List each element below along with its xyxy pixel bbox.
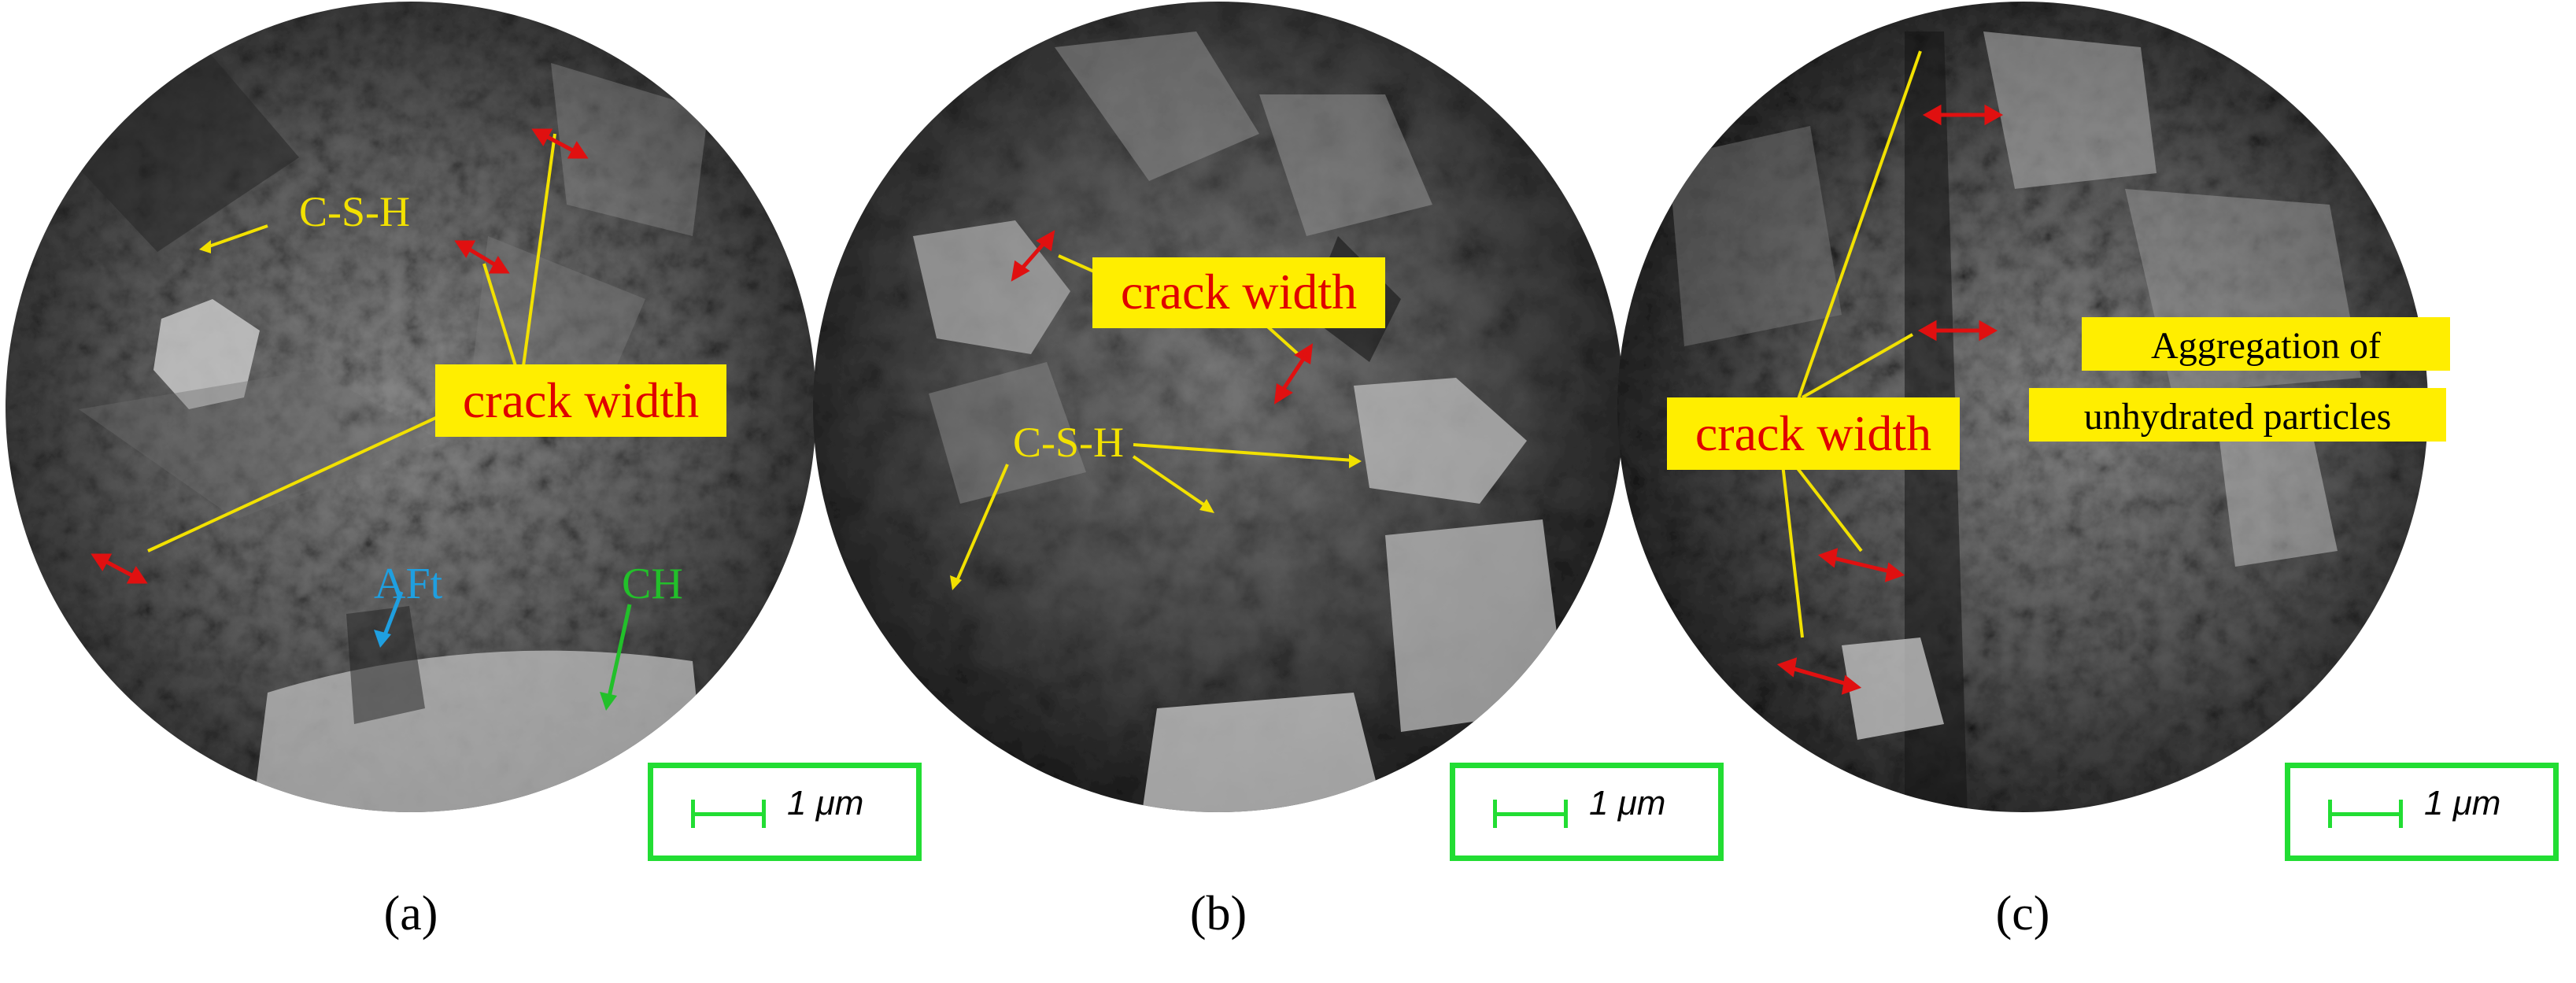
aggregation-label-box-2 [2029, 388, 2446, 442]
crack-leader-c3 [1793, 463, 1863, 552]
panel-b-annotations [950, 230, 1362, 590]
label-crack-width-c: crack width [1695, 405, 1931, 461]
crack-leader-b1 [1058, 254, 1095, 273]
crack-arrow-a3 [91, 553, 148, 584]
crack-arrow-a2 [454, 240, 510, 274]
scalebar-b-label: 1 μm [1589, 784, 1666, 822]
caption-c: (c) [1995, 887, 2050, 941]
crack-leader-a3 [147, 414, 442, 552]
crack-label-box-a [435, 364, 726, 437]
caption-a: (a) [383, 887, 438, 941]
csh-leader-b3 [955, 464, 1009, 583]
scalebar-c-label: 1 μm [2424, 784, 2501, 822]
label-aggregation-line1: Aggregation of [2151, 325, 2381, 367]
crack-leader-c1 [1797, 50, 1922, 400]
label-csh-a: C-S-H [299, 188, 410, 235]
scalebar-b-mark [1493, 800, 1568, 828]
crack-leader-a1 [482, 263, 517, 367]
panel-a-annotations [91, 128, 632, 711]
csh-arrow-a [204, 224, 268, 249]
crack-label-box-c [1667, 397, 1960, 470]
scalebar-a: 1 μm [648, 763, 922, 861]
aggregation-label-box-1 [2082, 317, 2450, 371]
scalebar-c: 1 μm [2285, 763, 2559, 861]
crack-leader-c2 [1802, 333, 1913, 399]
panel-c-annotations [1776, 50, 2004, 695]
label-aggregation-line2: unhydrated particles [2084, 396, 2392, 438]
csh-arrowhead-b1 [1349, 454, 1362, 468]
label-ch: CH [622, 560, 683, 608]
caption-b: (b) [1189, 887, 1247, 941]
label-aft: AFt [374, 560, 443, 608]
scalebar-a-mark [691, 800, 766, 828]
crack-label-box-b [1092, 257, 1385, 328]
csh-arrowhead-a [199, 240, 211, 253]
crack-leader-b2 [1262, 321, 1304, 360]
label-crack-width-b: crack width [1121, 264, 1357, 320]
csh-leader-b2 [1132, 455, 1210, 509]
crack-arrow-c4 [1776, 657, 1862, 695]
crack-arrow-c2 [1917, 320, 1998, 342]
crack-arrow-b2 [1273, 343, 1314, 405]
csh-arrowhead-b3 [950, 575, 962, 590]
panel-b-micrograph [813, 2, 1624, 812]
scalebar-c-mark [2328, 800, 2403, 828]
ch-arrow [606, 604, 632, 701]
crack-arrow-c1 [1922, 104, 2004, 126]
scalebar-a-label: 1 μm [787, 784, 864, 822]
label-csh-b: C-S-H [1013, 419, 1124, 466]
aft-arrowhead [374, 630, 391, 648]
label-crack-width-a: crack width [463, 372, 699, 428]
csh-arrowhead-b2 [1199, 499, 1214, 513]
scalebar-b: 1 μm [1450, 763, 1724, 861]
crack-arrow-b1 [1011, 230, 1055, 282]
crack-arrow-c3 [1817, 548, 1905, 582]
aft-arrow [381, 591, 404, 640]
crack-arrow-a1 [531, 128, 589, 159]
crack-leader-c4 [1781, 464, 1804, 638]
crack-leader-a2 [522, 133, 556, 367]
ch-arrowhead [600, 692, 617, 711]
csh-leader-b1 [1133, 443, 1355, 462]
